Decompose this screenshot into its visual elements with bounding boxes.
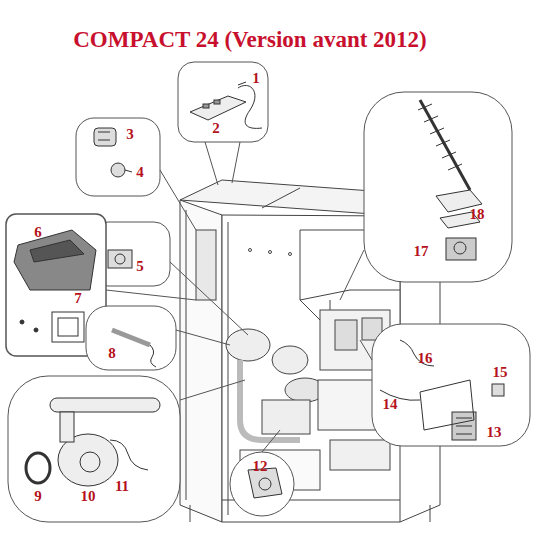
callout-number: 4 [135,164,145,181]
callout-number: 15 [492,364,509,381]
callout-number: 10 [80,488,97,505]
callout-number: 5 [135,258,145,275]
callout-number: 8 [107,345,117,362]
callout-number: 14 [382,396,399,413]
callout-number: 6 [33,224,43,241]
parts [14,82,504,498]
callout-number: 1 [251,70,261,87]
callout-number: 11 [114,478,130,495]
callout-number: 13 [486,424,503,441]
detail-bubbles [6,62,530,522]
diagram-title: COMPACT 24 (Version avant 2012) [73,27,427,53]
callout-number: 2 [211,120,221,137]
callout-number: 17 [413,243,430,260]
callout-number: 18 [469,206,486,223]
callout-number: 3 [125,126,135,143]
callout-number: 12 [252,458,269,475]
callout-number: 7 [73,290,83,307]
callout-number: 16 [417,350,434,367]
callout-number: 9 [33,488,43,505]
